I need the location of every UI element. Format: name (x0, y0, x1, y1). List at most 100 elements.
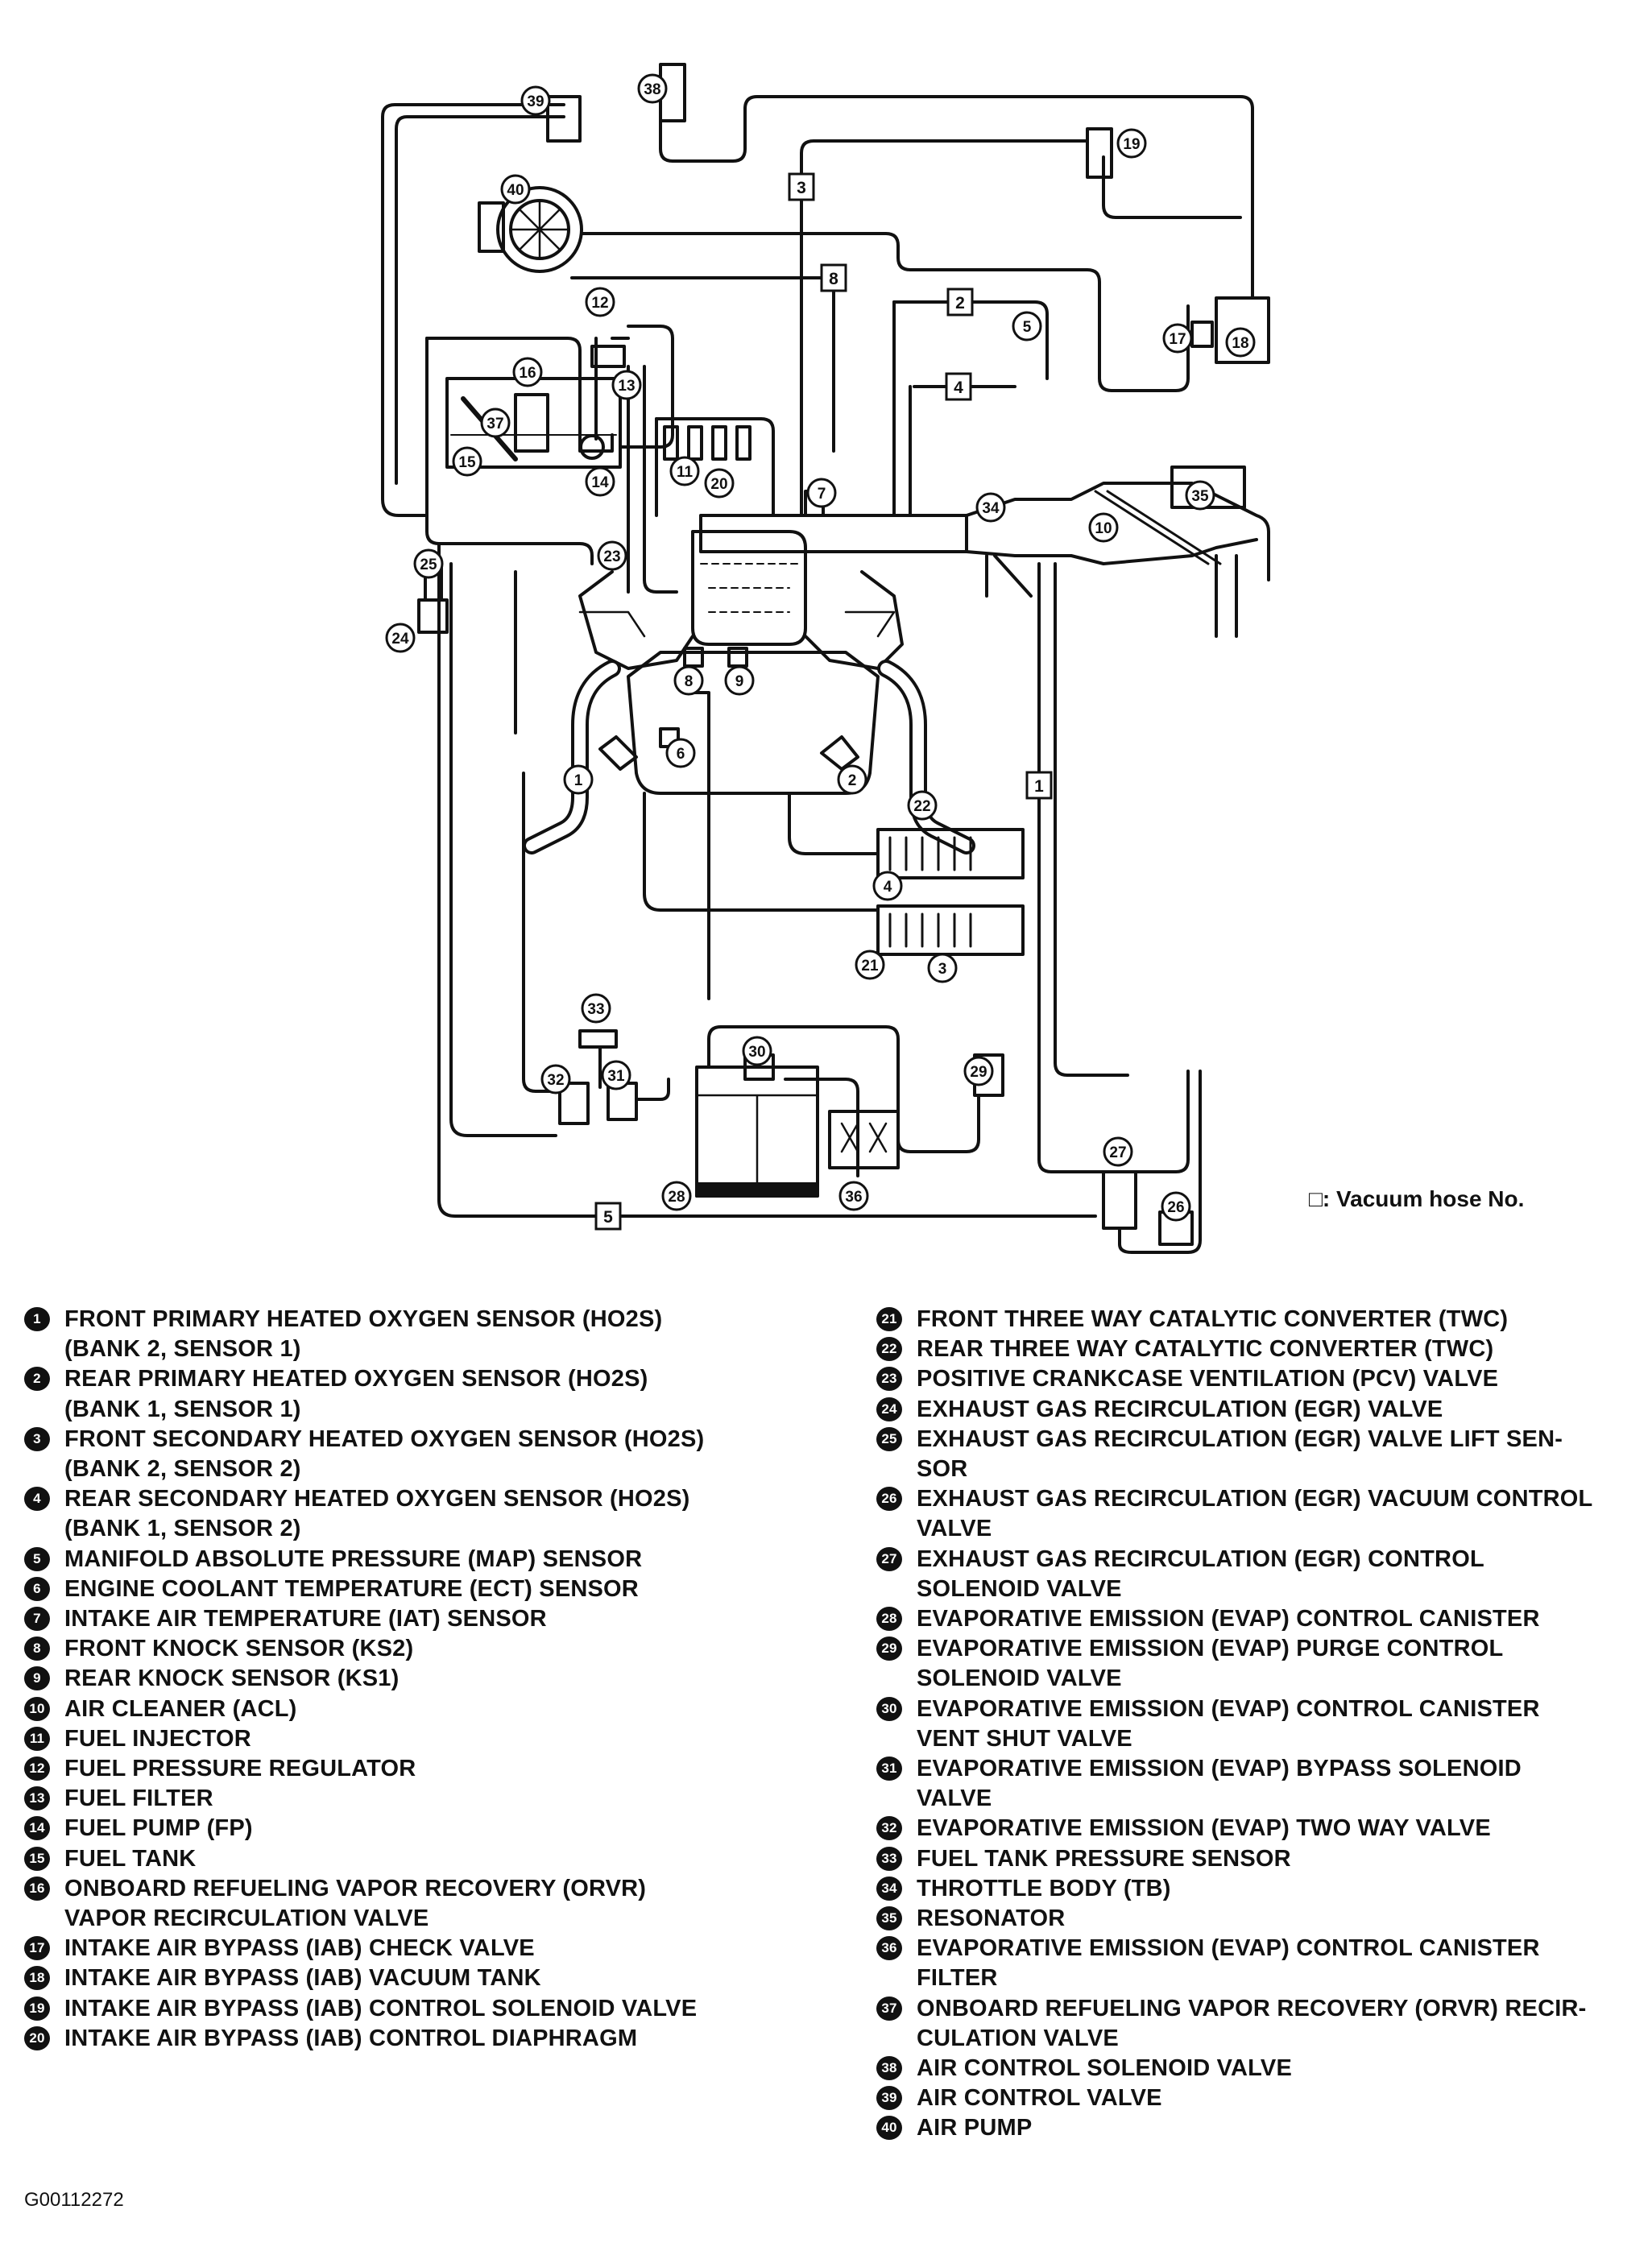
legend-number-badge: 11 (24, 1726, 50, 1751)
legend-text: MANIFOLD ABSOLUTE PRESSURE (MAP) SENSOR (64, 1545, 643, 1572)
legend-text: FRONT THREE WAY CATALYTIC CONVERTER (TWC… (917, 1306, 1509, 1332)
diagram-svg: 1234567891011121314151617181920212223242… (381, 63, 1270, 1254)
legend-text: ENGINE COOLANT TEMPERATURE (ECT) SENSOR (64, 1575, 639, 1602)
legend-number-badge: 13 (24, 1786, 50, 1811)
hose-line (659, 95, 1254, 300)
svg-text:19: 19 (1123, 136, 1140, 153)
hose-line (800, 139, 1089, 356)
vacuum-hose-legend-note: □: Vacuum hose No. (1309, 1186, 1524, 1212)
svg-text:14: 14 (591, 474, 609, 491)
legend-text: EVAPORATIVE EMISSION (EVAP) PURGE CONTRO… (917, 1636, 1504, 1692)
callout-14: 14 (585, 466, 615, 497)
callout-40: 40 (500, 174, 531, 205)
callout-1: 1 (563, 764, 594, 795)
legend-text: REAR KNOCK SENSOR (KS1) (64, 1665, 400, 1692)
evap-canister-filter (828, 1110, 900, 1169)
callout-21: 21 (855, 950, 885, 980)
svg-text:10: 10 (1095, 520, 1112, 537)
svg-text:38: 38 (644, 81, 660, 98)
vacuum-hose-label-3: 3 (788, 172, 815, 201)
hose-line (1118, 1070, 1202, 1254)
legend-text: FRONT PRIMARY HEATED OXYGEN SENSOR (HO2S… (64, 1306, 663, 1363)
hose-line (1037, 562, 1190, 1173)
legend-text: FRONT KNOCK SENSOR (KS2) (64, 1636, 414, 1662)
legend-number-badge: 4 (24, 1487, 50, 1512)
legend-number-badge: 20 (24, 2025, 50, 2050)
svg-text:24: 24 (391, 631, 409, 648)
legend-number-badge: 35 (876, 1906, 902, 1931)
hose-line (425, 337, 594, 565)
legend-text: POSITIVE CRANKCASE VENTILATION (PCV) VAL… (917, 1366, 1499, 1392)
hose-line (580, 232, 1190, 392)
svg-text:35: 35 (1191, 488, 1209, 505)
hose-line (965, 538, 1258, 565)
svg-text:7: 7 (818, 486, 826, 503)
svg-text:11: 11 (677, 464, 694, 481)
callout-31: 31 (601, 1060, 631, 1090)
legend-text: INTAKE AIR BYPASS (IAB) CONTROL SOLENOID… (64, 1995, 698, 2021)
hose-line (437, 542, 1097, 1218)
hose-line (788, 792, 880, 855)
legend-item: 39 AIR CONTROL VALVE (876, 2083, 1633, 2113)
throttle-body (699, 514, 968, 553)
legend-number-badge: 28 (876, 1607, 902, 1632)
legend-number-badge: 39 (876, 2086, 902, 2111)
legend-number-badge: 5 (24, 1546, 50, 1571)
callout-19: 19 (1116, 128, 1147, 159)
svg-text:1: 1 (1034, 777, 1044, 796)
legend-number-badge: 16 (24, 1876, 50, 1901)
callout-32: 32 (540, 1064, 571, 1094)
legend-number-badge: 30 (876, 1696, 902, 1721)
svg-text:36: 36 (845, 1189, 862, 1206)
svg-text:2: 2 (955, 294, 965, 312)
svg-text:2: 2 (848, 772, 857, 789)
svg-text:16: 16 (519, 365, 536, 382)
legend-text: INTAKE AIR BYPASS (IAB) VACUUM TANK (64, 1965, 541, 1992)
legend-number-badge: 32 (876, 1816, 902, 1841)
callout-5: 5 (1012, 311, 1042, 341)
hose-line (449, 562, 557, 1137)
hose-line (522, 772, 557, 1093)
callout-22: 22 (907, 790, 938, 821)
legend-number-badge: 34 (876, 1876, 902, 1901)
hose-line (784, 1078, 859, 1177)
legend-note-text: □: Vacuum hose No. (1309, 1186, 1525, 1211)
callout-20: 20 (704, 468, 735, 499)
callout-38: 38 (637, 73, 668, 104)
svg-text:4: 4 (954, 379, 963, 397)
legend-text: ONBOARD REFUELING VAPOR RECOVERY (ORVR) … (917, 1995, 1587, 2051)
callout-29: 29 (963, 1056, 994, 1086)
legend-text: AIR CONTROL VALVE (917, 2085, 1162, 2112)
engine-block (691, 530, 807, 646)
svg-text:37: 37 (486, 416, 503, 432)
svg-text:1: 1 (574, 772, 583, 789)
legend-text: EXHAUST GAS RECIRCULATION (EGR) VALVE (917, 1396, 1443, 1422)
callout-35: 35 (1185, 480, 1215, 511)
hose-line (1054, 562, 1129, 1077)
svg-text:12: 12 (591, 295, 608, 312)
callout-13: 13 (611, 370, 642, 400)
svg-text:3: 3 (797, 179, 806, 197)
svg-text:40: 40 (507, 182, 524, 199)
hose-line (425, 337, 614, 453)
legend-text: AIR CLEANER (ACL) (64, 1695, 297, 1722)
vacuum-hose-label-1: 1 (1025, 771, 1053, 800)
legend-text: AIR CONTROL SOLENOID VALVE (917, 2055, 1292, 2082)
